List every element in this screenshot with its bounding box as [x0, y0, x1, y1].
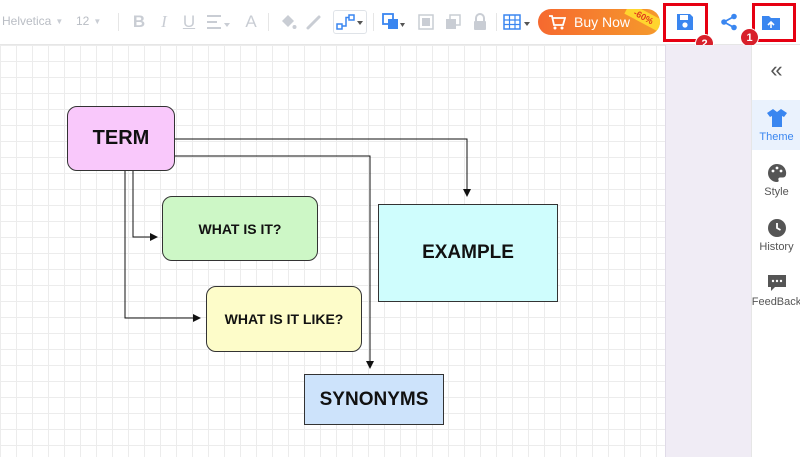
node-what-is-it-like[interactable]: WHAT IS IT LIKE?: [206, 286, 362, 352]
toolbar-divider: [268, 13, 269, 31]
arrange-icon[interactable]: [382, 12, 406, 32]
chat-icon: [767, 273, 787, 296]
font-size-select[interactable]: 12 ▼: [76, 11, 112, 31]
palette-icon: [767, 163, 787, 186]
buy-now-button[interactable]: Buy Now -60%: [538, 9, 660, 35]
node-what-is-it-like-label: WHAT IS IT LIKE?: [224, 311, 344, 327]
save-icon[interactable]: [673, 10, 697, 34]
sidebar-item-label: FeedBack: [751, 295, 800, 308]
sidebar-item-style[interactable]: Style: [752, 155, 800, 205]
node-term[interactable]: TERM: [67, 106, 175, 171]
sidebar-item-theme[interactable]: Theme: [752, 100, 800, 150]
cart-icon: [548, 14, 566, 30]
highlight-box-export: [752, 3, 796, 42]
font-color-icon[interactable]: A: [245, 12, 257, 31]
buy-now-label: Buy Now: [574, 14, 631, 30]
ungroup-icon[interactable]: [443, 12, 463, 32]
font-family-value: Helvetica: [2, 14, 52, 28]
font-family-select[interactable]: Helvetica ▼: [2, 11, 68, 31]
underline-icon[interactable]: U: [182, 12, 196, 31]
lock-icon[interactable]: [470, 12, 490, 32]
highlight-box-save: [663, 3, 708, 42]
connector-style-icon[interactable]: [333, 10, 367, 34]
align-icon[interactable]: [206, 12, 232, 32]
node-synonyms-label: SYNONYMS: [319, 388, 429, 410]
node-example[interactable]: EXAMPLE: [378, 204, 558, 302]
bold-icon[interactable]: B: [132, 12, 146, 31]
table-icon[interactable]: [503, 12, 533, 32]
font-size-value: 12: [76, 14, 90, 28]
collapse-panel-icon[interactable]: «: [770, 57, 783, 82]
top-toolbar: Helvetica ▼ 12 ▼ B I U A Buy: [0, 0, 800, 53]
node-example-label: EXAMPLE: [422, 242, 514, 263]
side-panel-area: [665, 45, 752, 457]
export-folder-icon[interactable]: [759, 10, 783, 34]
node-term-label: TERM: [92, 127, 150, 149]
clock-icon: [767, 218, 787, 241]
fill-color-icon[interactable]: [278, 12, 298, 32]
line-color-icon[interactable]: [304, 12, 324, 32]
toolbar-divider: [373, 13, 374, 31]
node-what-is-it-label: WHAT IS IT?: [198, 220, 282, 237]
node-synonyms[interactable]: SYNONYMS: [304, 374, 444, 425]
share-icon[interactable]: [717, 10, 741, 34]
toolbar-divider: [496, 13, 497, 31]
node-what-is-it[interactable]: WHAT IS IT?: [162, 196, 318, 261]
group-icon[interactable]: [416, 12, 436, 32]
sidebar-item-label: Style: [764, 185, 789, 198]
sidebar-item-label: History: [759, 240, 794, 253]
chevron-down-icon: ▼: [93, 16, 102, 26]
sidebar-item-history[interactable]: History: [752, 210, 800, 260]
italic-icon[interactable]: I: [161, 12, 167, 31]
toolbar-divider: [118, 13, 119, 31]
sidebar-item-feedback[interactable]: FeedBack: [752, 265, 800, 315]
sidebar-item-label: Theme: [759, 130, 794, 143]
chevron-down-icon: ▼: [55, 16, 64, 26]
right-sidebar: « Theme Style History FeedBack: [751, 45, 800, 457]
shirt-icon: [766, 108, 788, 131]
